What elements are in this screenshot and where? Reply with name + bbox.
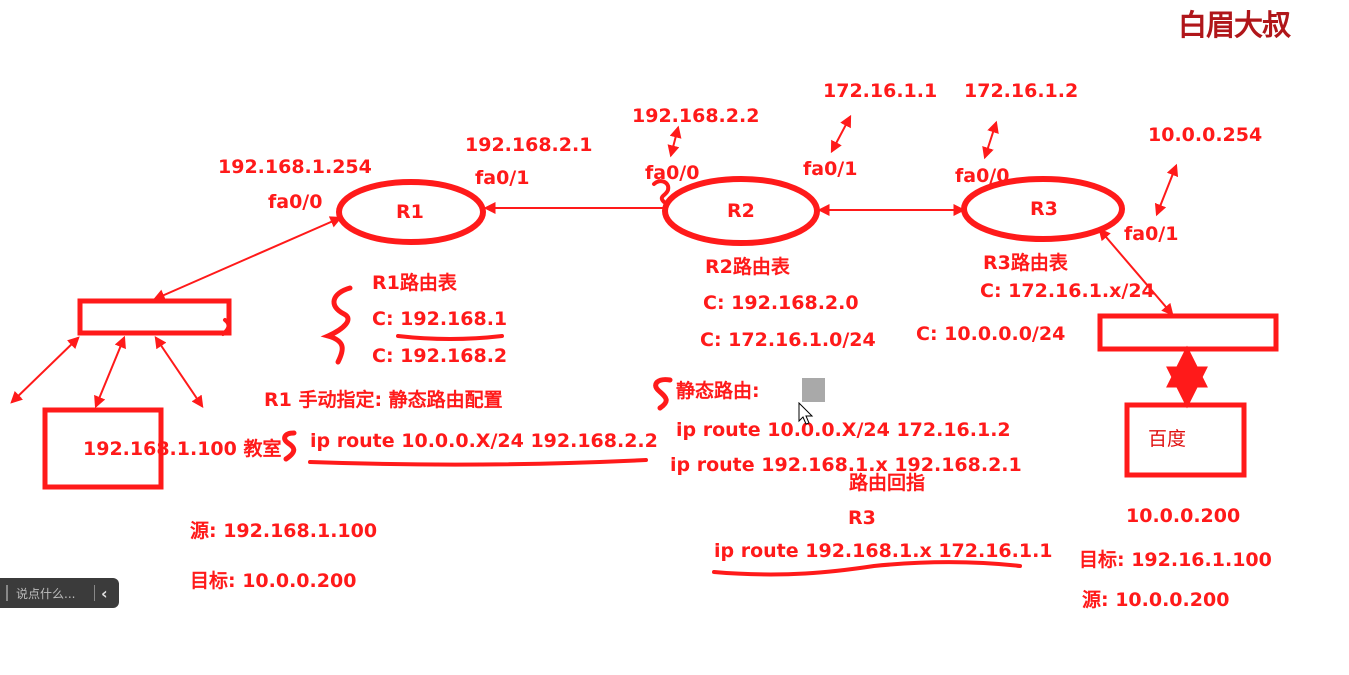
r2-table-title: R2路由表 bbox=[705, 256, 790, 278]
r2-fa00-label: fa0/0 bbox=[645, 162, 700, 184]
r3-static-route: ip route 192.168.1.x 172.16.1.1 bbox=[714, 540, 1053, 562]
r3-static-note: 路由回指 bbox=[849, 472, 926, 494]
r1-fa01-label: fa0/1 bbox=[475, 167, 530, 189]
r1-table-title: R1路由表 bbox=[372, 272, 457, 294]
router-r2-label: R2 bbox=[727, 200, 755, 222]
baidu-switch-shape bbox=[1097, 313, 1279, 352]
baidu-dst: 目标: 192.16.1.100 bbox=[1079, 549, 1272, 571]
link-r3-switch bbox=[1098, 228, 1174, 316]
chat-input-bar[interactable]: 说点什么... ‹ bbox=[0, 578, 119, 608]
r3-fa00-label: fa0/0 bbox=[955, 165, 1010, 187]
r3-fa01-ip: 10.0.0.254 bbox=[1148, 124, 1263, 146]
chat-input[interactable]: 说点什么... bbox=[16, 586, 76, 601]
link-switch-r1 bbox=[152, 216, 343, 301]
classroom-host-label: 192.168.1.100 教室 bbox=[83, 438, 282, 460]
baidu-ip: 10.0.0.200 bbox=[1126, 505, 1241, 527]
r2-fa00-ip: 192.168.2.2 bbox=[632, 105, 760, 127]
classroom-switch-shape bbox=[77, 298, 232, 336]
r1-static-route: ip route 10.0.0.X/24 192.168.2.2 bbox=[310, 430, 658, 452]
r3-fa01-label: fa0/1 bbox=[1124, 223, 1179, 245]
r1-fa00-label: fa0/0 bbox=[268, 191, 323, 213]
r2-table-c2: C: 172.16.1.0/24 bbox=[700, 329, 876, 351]
r3-table-c2: C: 10.0.0.0/24 bbox=[916, 323, 1066, 345]
r1-table-c1: C: 192.168.1 bbox=[372, 308, 508, 330]
r2-fa01-label: fa0/1 bbox=[803, 158, 858, 180]
classroom-dst: 目标: 10.0.0.200 bbox=[190, 570, 357, 592]
r1-fa01-ip: 192.168.2.1 bbox=[465, 134, 593, 156]
collapse-chevron-icon[interactable]: ‹ bbox=[101, 583, 108, 603]
r3-table-c1: C: 172.16.1.x/24 bbox=[980, 280, 1155, 302]
r3-fa00-ip: 172.16.1.2 bbox=[964, 80, 1079, 102]
r1-fa00-ip: 192.168.1.254 bbox=[218, 156, 372, 178]
classroom-src: 源: 192.168.1.100 bbox=[190, 520, 378, 542]
chat-divider-2 bbox=[94, 585, 95, 601]
baidu-label: 百度 bbox=[1148, 428, 1187, 450]
r3-table-title: R3路由表 bbox=[983, 252, 1068, 274]
mouse-cursor-icon bbox=[798, 402, 814, 425]
r2-fa01-ip: 172.16.1.1 bbox=[823, 80, 938, 102]
brand-logo: 白眉大叔 bbox=[1178, 8, 1291, 42]
r2-static-route-2: ip route 192.168.1.x 192.168.2.1 bbox=[670, 454, 1022, 476]
r3-static-router: R3 bbox=[848, 507, 876, 529]
r1-static-title: R1 手动指定: 静态路由配置 bbox=[264, 389, 503, 411]
router-r3-label: R3 bbox=[1030, 198, 1058, 220]
r2-static-route-1: ip route 10.0.0.X/24 172.16.1.2 bbox=[676, 419, 1011, 441]
baidu-src: 源: 10.0.0.200 bbox=[1082, 589, 1230, 611]
router-r1-label: R1 bbox=[396, 201, 424, 223]
router-r1-shape bbox=[336, 179, 486, 245]
r2-static-title: 静态路由: bbox=[676, 380, 760, 402]
grey-square bbox=[802, 378, 825, 402]
classroom-host-shape bbox=[42, 407, 164, 490]
r1-table-c2: C: 192.168.2 bbox=[372, 345, 508, 367]
r2-table-c1: C: 192.168.2.0 bbox=[703, 292, 859, 314]
chat-divider bbox=[6, 585, 8, 601]
router-r2-shape bbox=[662, 176, 820, 246]
